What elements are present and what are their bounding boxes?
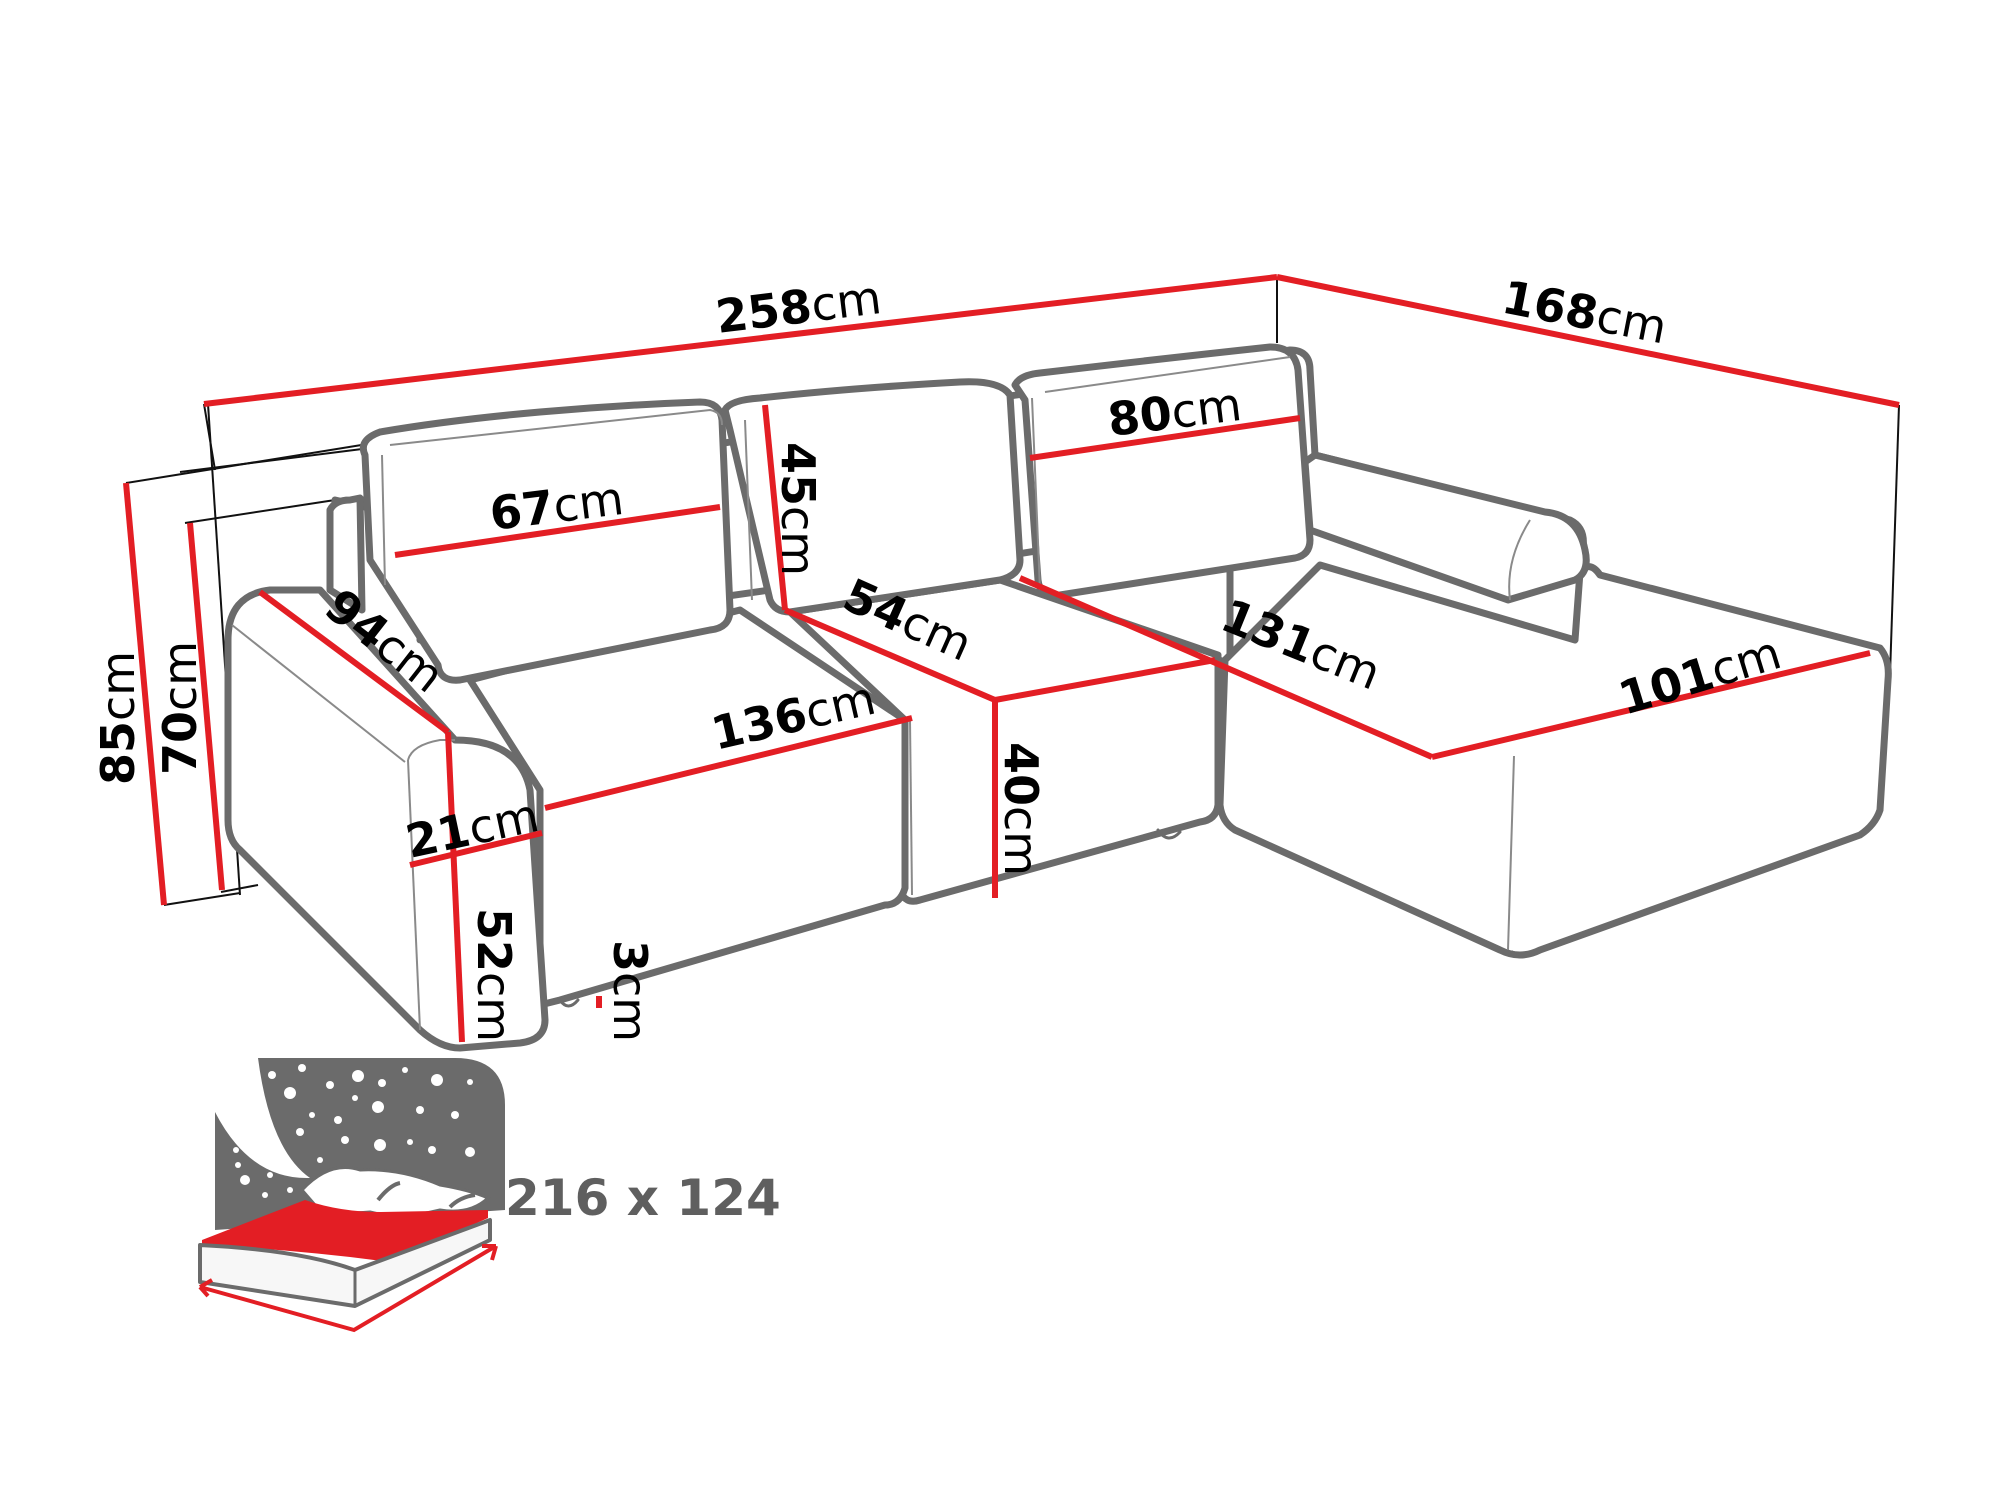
dimension-lines <box>123 274 1900 1043</box>
stars <box>233 1064 475 1198</box>
label-seat-height: 40cm <box>994 742 1048 876</box>
label-cushion-left-width: 67cm <box>487 471 627 541</box>
left-seat <box>466 606 909 1009</box>
chaise-longue <box>1216 561 1892 959</box>
back-cushions <box>359 343 1314 684</box>
label-back-height: 70cm <box>153 641 207 775</box>
label-total-width: 258cm <box>713 270 884 344</box>
bed-night-icon <box>198 1058 505 1333</box>
left-armrest <box>224 586 549 1052</box>
chaise-armrest <box>1301 451 1590 604</box>
label-total-height: 85cm <box>91 651 145 785</box>
label-armrest-height: 52cm <box>467 908 521 1042</box>
back-cushion-left <box>359 398 734 684</box>
sleeping-area-size: 216 x 124 <box>505 1169 781 1227</box>
label-leg-height: 3cm <box>603 940 657 1042</box>
back-cushion-right <box>1011 343 1314 599</box>
label-cushion-right-width: 80cm <box>1105 377 1245 447</box>
label-cushion-height: 45cm <box>771 442 825 576</box>
